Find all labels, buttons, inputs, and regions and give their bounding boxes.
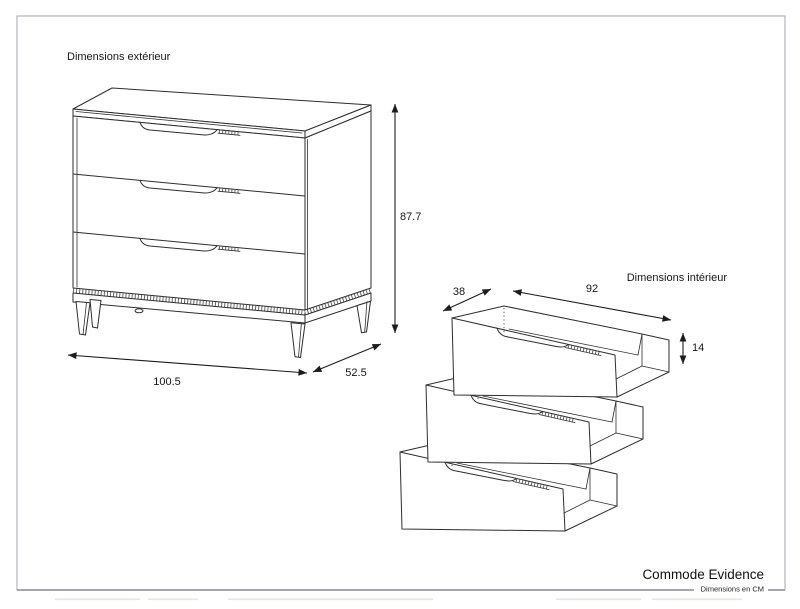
exterior-width-label: 100.5 xyxy=(153,376,181,388)
interior-width-dimension xyxy=(512,289,672,322)
exterior-depth-dimension xyxy=(312,343,382,373)
interior-section-label: Dimensions intérieur xyxy=(627,272,728,284)
sheet-border xyxy=(16,15,786,591)
exterior-section-label: Dimensions extérieur xyxy=(67,51,171,63)
dresser-legs xyxy=(75,299,371,358)
product-title: Commode Evidence xyxy=(642,567,764,582)
interior-depth-label: 38 xyxy=(453,286,465,298)
title-block: Commode Evidence Dimensions en CM xyxy=(642,567,768,594)
bottom-edge-artifacts xyxy=(55,598,742,601)
units-label: Dimensions en CM xyxy=(701,585,764,594)
interior-width-label: 92 xyxy=(586,283,598,295)
exterior-depth-label: 52.5 xyxy=(345,367,366,379)
exterior-width-dimension xyxy=(67,352,308,376)
interior-height-label: 14 xyxy=(692,342,704,354)
exterior-height-label: 87.7 xyxy=(400,211,421,223)
dresser-drawing xyxy=(72,87,372,358)
interior-depth-dimension xyxy=(442,288,492,312)
drawer-stack-drawing xyxy=(398,304,671,533)
